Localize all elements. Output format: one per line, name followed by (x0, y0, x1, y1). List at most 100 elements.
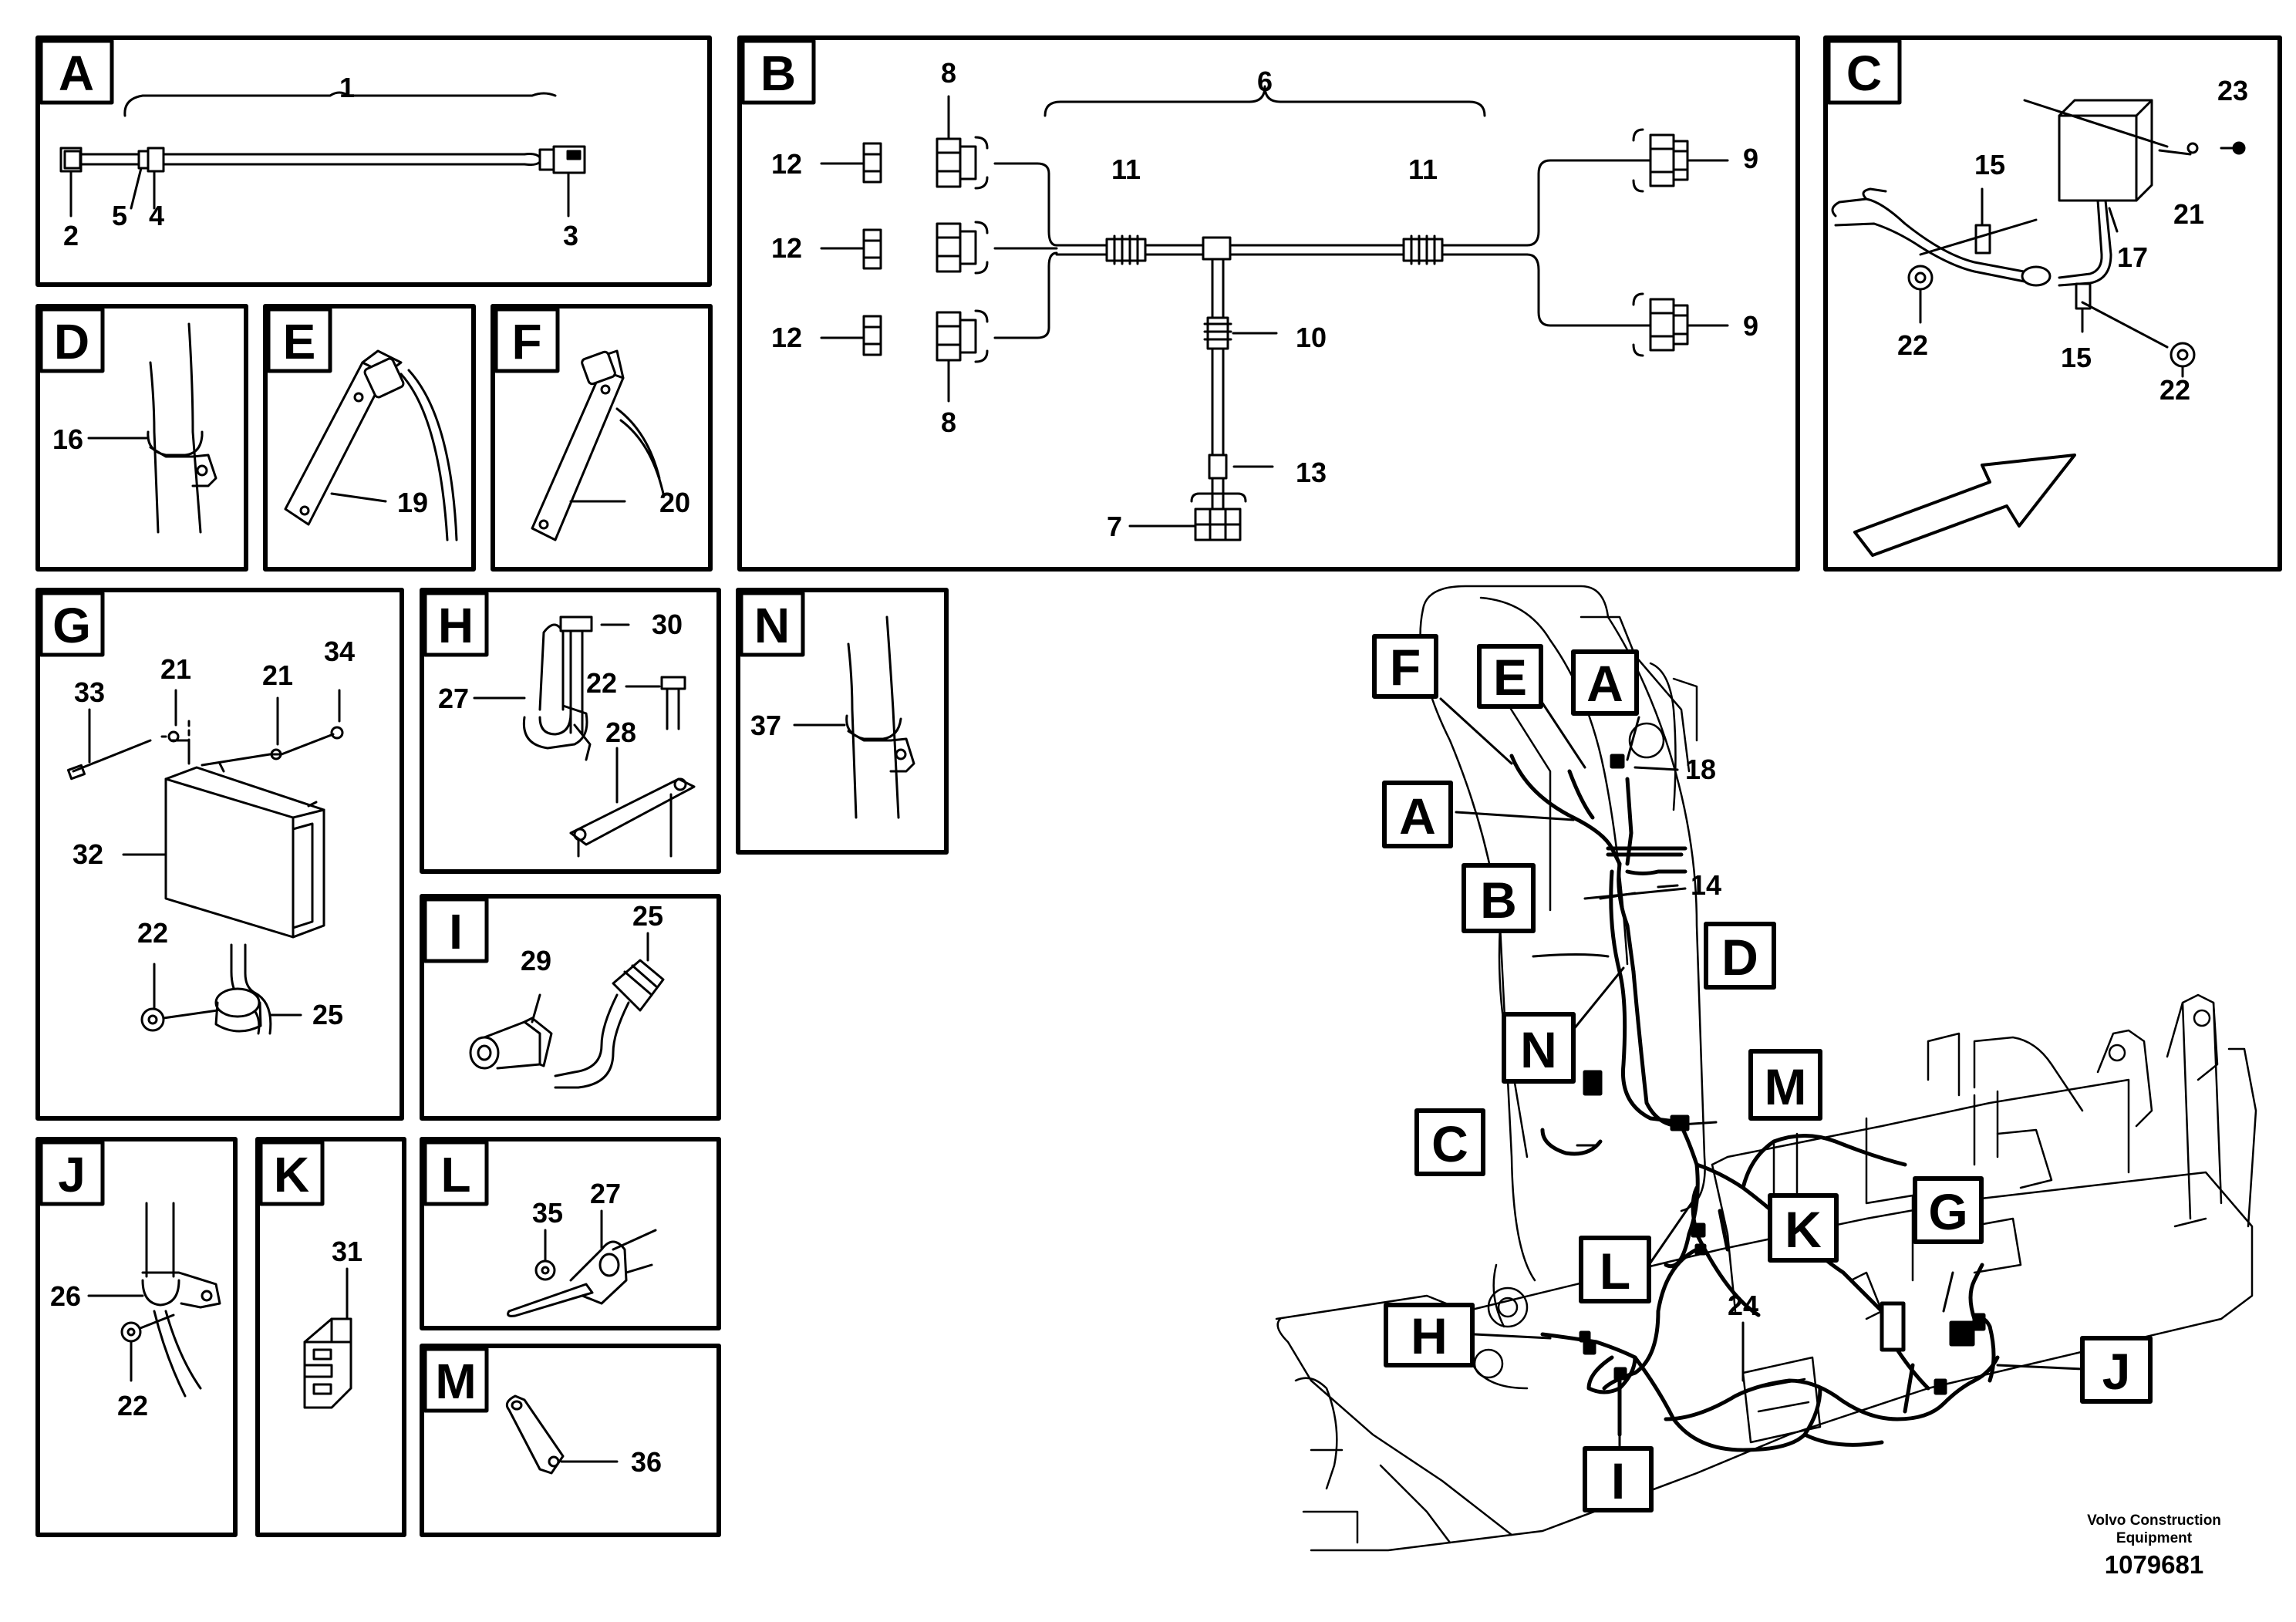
overview-letter-l: L (1600, 1243, 1630, 1300)
document-number: 1079681 (2105, 1550, 2203, 1579)
connector-row-3 (862, 309, 989, 363)
panel-letter: D (54, 314, 89, 369)
overview-letter-j: J (2102, 1343, 2131, 1400)
callout-4: 4 (149, 200, 164, 231)
credit-block: Volvo Construction Equipment 1079681 (2087, 1512, 2221, 1579)
connector-row-2 (862, 221, 989, 275)
panel-i: I 29 25 (420, 894, 721, 1121)
callout-2: 2 (63, 220, 79, 251)
callout-7: 7 (1107, 511, 1122, 542)
overview-letter-a-top: A (1586, 655, 1623, 712)
panel-m: M 36 (420, 1344, 721, 1537)
callout-12-b: 12 (771, 232, 802, 264)
overview-letter-d: D (1721, 929, 1758, 986)
panel-letter: F (511, 314, 541, 369)
callout-17: 17 (2117, 241, 2148, 273)
callout-33: 33 (74, 676, 105, 708)
callout-13: 13 (1296, 457, 1327, 488)
callout-1: 1 (339, 72, 355, 103)
callout-35: 35 (532, 1197, 563, 1229)
callout-9-lower: 9 (1743, 310, 1758, 342)
callout-37: 37 (750, 710, 781, 741)
overview-letter-g: G (1928, 1183, 1967, 1240)
callout-28: 28 (605, 717, 636, 748)
panel-letter: B (760, 46, 796, 101)
overview-letter-k: K (1785, 1201, 1822, 1258)
grommet-10 (1203, 316, 1232, 350)
panel-letter: H (438, 598, 474, 653)
panel-k: K 31 (255, 1137, 406, 1537)
panel-letter: G (52, 598, 91, 653)
callout-5: 5 (112, 200, 127, 231)
overview-letter-b: B (1480, 872, 1517, 929)
callout-8-top: 8 (941, 57, 956, 89)
callout-25: 25 (632, 900, 663, 932)
overview-callouts: F E A A B D N M C K G L H J I (1372, 634, 2153, 1512)
callout-29: 29 (521, 945, 551, 976)
panel-a: A 1 2 5 4 3 (35, 35, 712, 287)
overview-letter-c: C (1431, 1115, 1468, 1172)
callout-24: 24 (1728, 1290, 1758, 1321)
panel-letter: J (58, 1147, 86, 1202)
panel-letter: L (440, 1147, 470, 1202)
callout-22: 22 (117, 1390, 148, 1421)
grommet-11-left (1105, 234, 1147, 265)
panel-letter: A (59, 46, 94, 101)
callout-27: 27 (590, 1178, 621, 1209)
callout-3: 3 (563, 220, 578, 251)
overview-letter-m: M (1765, 1058, 1807, 1115)
callout-36: 36 (631, 1446, 662, 1478)
callout-16: 16 (52, 423, 83, 455)
callout-34: 34 (324, 636, 355, 667)
panel-letter: M (435, 1354, 476, 1409)
callout-11-right: 11 (1408, 153, 1438, 185)
callout-22-left: 22 (1897, 329, 1928, 361)
panel-letter: C (1846, 46, 1882, 101)
callout-18: 18 (1685, 754, 1716, 785)
connector-9-upper (1632, 128, 1689, 193)
callout-21-right: 21 (262, 659, 293, 691)
callout-21-left: 21 (160, 653, 191, 685)
panel-c: C 23 15 21 17 22 15 22 (1823, 35, 2282, 572)
overview-letter-h: H (1411, 1307, 1448, 1364)
panel-h: H 30 27 22 28 (420, 588, 721, 874)
credit-line-2: Equipment (2116, 1530, 2193, 1546)
panel-letter: N (754, 598, 790, 653)
callout-25: 25 (312, 999, 343, 1030)
panel-d: D 16 (35, 304, 248, 572)
callout-22-right: 22 (2159, 374, 2190, 406)
callout-27: 27 (438, 683, 469, 714)
callout-22: 22 (137, 917, 168, 949)
callout-10: 10 (1296, 322, 1327, 353)
panel-j: J 26 22 (35, 1137, 238, 1537)
grommet-11-right (1402, 234, 1444, 265)
callout-9-upper: 9 (1743, 143, 1758, 174)
callout-21: 21 (2173, 198, 2204, 230)
callout-20: 20 (659, 487, 690, 518)
panel-n: N 37 (736, 588, 949, 855)
panel-b: B (737, 35, 1800, 572)
callout-12-a: 12 (771, 148, 802, 180)
panel-f: F 20 (491, 304, 713, 572)
overview-letter-f: F (1390, 639, 1421, 696)
callout-26: 26 (50, 1280, 81, 1312)
credit-line-1: Volvo Construction (2087, 1512, 2221, 1529)
callout-23: 23 (2217, 75, 2248, 106)
overview-letter-n: N (1520, 1021, 1557, 1078)
callout-8-bottom: 8 (941, 406, 956, 438)
panel-g: G 21 21 34 33 32 22 25 (35, 588, 404, 1121)
callout-22: 22 (586, 667, 617, 699)
overview-letter-a-mid: A (1399, 787, 1436, 845)
callout-31: 31 (332, 1236, 362, 1267)
callout-30: 30 (652, 609, 683, 640)
overview-letter-i: I (1611, 1452, 1625, 1509)
callout-6: 6 (1257, 66, 1273, 97)
panel-l: L 35 27 (420, 1137, 721, 1330)
harness-overview (1509, 754, 2000, 1452)
callout-14: 14 (1691, 869, 1721, 901)
panel-letter: K (274, 1147, 309, 1202)
callout-11-left: 11 (1111, 153, 1141, 185)
panel-e: E 19 (263, 304, 476, 572)
panel-letter: I (449, 904, 463, 959)
